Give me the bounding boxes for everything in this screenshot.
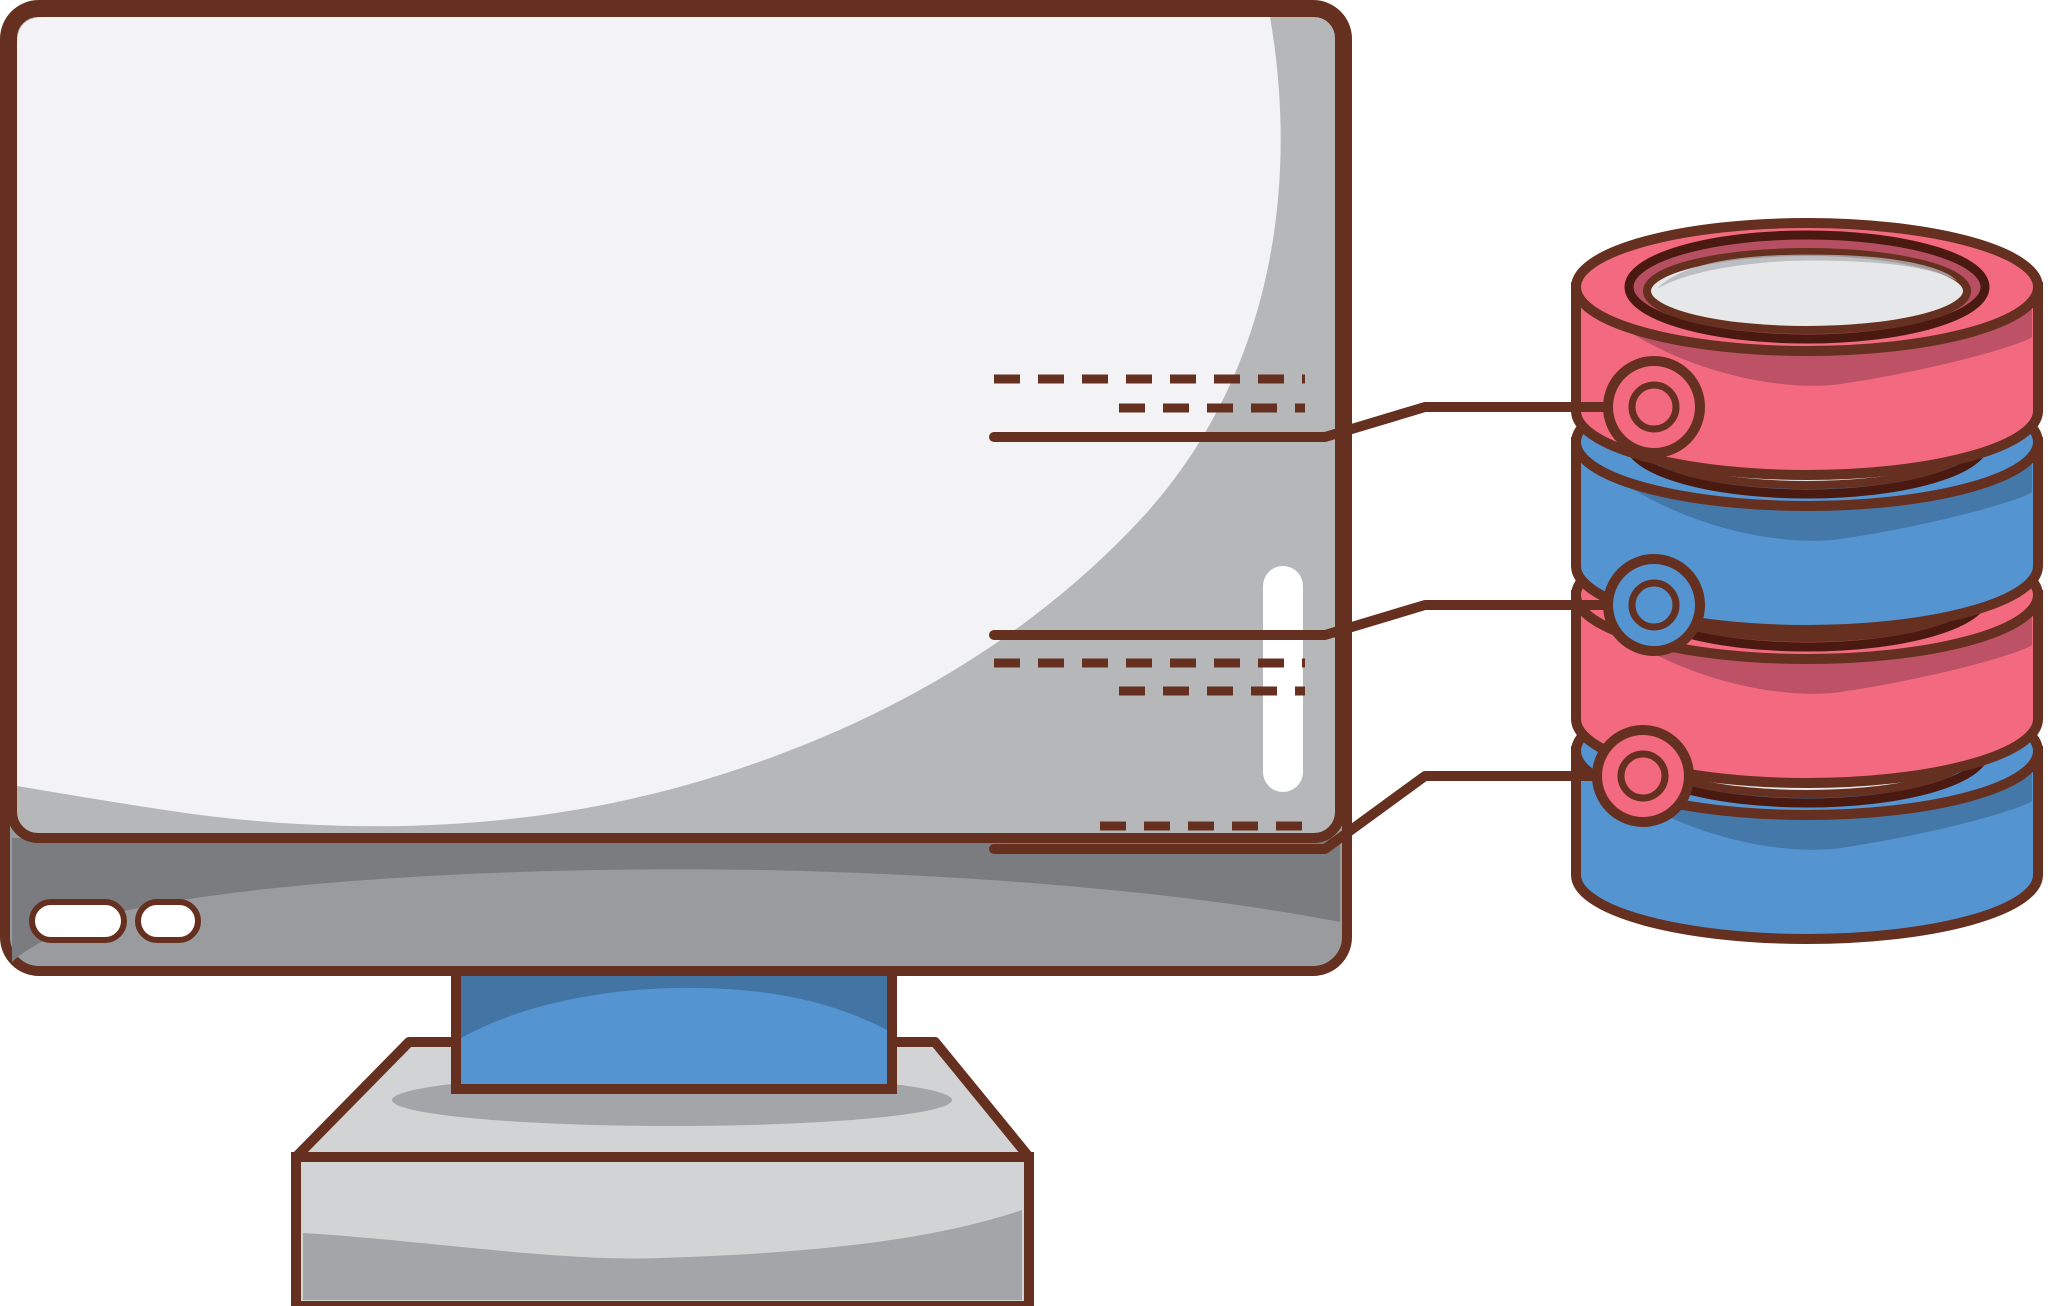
layer-hole bbox=[1643, 248, 1971, 334]
connector-nodes bbox=[1592, 356, 1705, 827]
connector-node-icon bbox=[1603, 356, 1705, 458]
node-inner bbox=[1628, 579, 1680, 631]
connector-node-icon bbox=[1603, 554, 1705, 656]
screen-highlight-bar bbox=[1263, 566, 1303, 792]
connector-line-3 bbox=[989, 771, 1630, 854]
connector-lines bbox=[989, 402, 1630, 854]
screen-glare bbox=[17, 17, 1281, 827]
database-layer-1 bbox=[1571, 218, 2043, 480]
connector-node-icon bbox=[1592, 725, 1694, 827]
indicator-long bbox=[29, 899, 127, 943]
indicator-short bbox=[135, 899, 201, 943]
monitor-neck bbox=[451, 960, 897, 1094]
connector-line-2 bbox=[989, 600, 1630, 640]
base-front-shade bbox=[303, 1210, 1022, 1300]
node-inner bbox=[1617, 750, 1669, 802]
monitor-icon bbox=[0, 0, 1352, 976]
screen-data-dashes bbox=[994, 374, 1305, 831]
layer-hole-shade bbox=[1657, 254, 1957, 289]
connector-line-1 bbox=[989, 402, 1630, 442]
node-inner bbox=[1628, 381, 1680, 433]
bezel-shade bbox=[12, 838, 1340, 962]
